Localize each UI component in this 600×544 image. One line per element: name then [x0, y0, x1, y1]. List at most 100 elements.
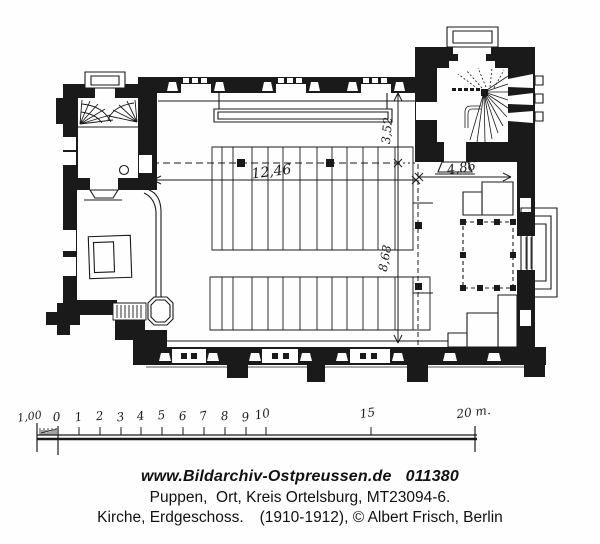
- tower-west-window-2: [63, 152, 76, 165]
- apse-recess: [521, 208, 557, 297]
- tower-buttress: [56, 98, 63, 124]
- tower-east-door: [139, 155, 152, 173]
- loophole-nub-3: [535, 112, 543, 121]
- caption-line-2: Puppen, Ort, Kreis Ortelsburg, MT23094-6…: [0, 488, 600, 509]
- altar-posts: [460, 219, 516, 291]
- scale-label-5: 4: [135, 409, 145, 424]
- pulpit-stair: [113, 303, 146, 320]
- caption-line-3: Kirche, Erdgeschoss. (1910-1912), © Alber…: [0, 508, 600, 529]
- south-buttress-3: [407, 365, 428, 382]
- stair-portal-reveal-1: [453, 47, 491, 54]
- caption-block: www.Bildarchiv-Ostpreussen.de 011380 Pupp…: [0, 467, 600, 529]
- scale-label-11: 10: [254, 406, 272, 423]
- south-buttress-1: [227, 365, 248, 378]
- tower-west-window-1: [63, 137, 76, 150]
- nave-post-1: [237, 159, 245, 167]
- winder-stair: [458, 68, 508, 142]
- dim-nave-width: 12,46: [251, 162, 293, 183]
- tower-south-bases: [84, 190, 122, 200]
- stair-door-base: [435, 162, 475, 174]
- south-window-mullions: [181, 353, 377, 359]
- scale-label-6: 5: [157, 408, 167, 423]
- stair-portal-reveal-2: [458, 54, 486, 61]
- loophole-2: [508, 93, 533, 105]
- photo-number: 011380: [405, 468, 459, 485]
- archive-site: www.Bildarchiv-Ostpreussen.de: [140, 468, 392, 485]
- scale-bar: 1,00 0 1 2 3 4 5 6 7 8 9 10 15 20 m.: [16, 403, 491, 455]
- south-window-2: [262, 349, 298, 363]
- subject-text: Kirche, Erdgeschoss.: [97, 509, 244, 526]
- stair-west-slot: [416, 102, 437, 120]
- tower-north-door: [95, 86, 115, 98]
- tower-fan-stairs: [78, 100, 138, 127]
- south-pilaster-base: [207, 353, 219, 361]
- gallery-rail: [144, 190, 161, 297]
- west-portal-inner: [91, 76, 119, 85]
- dim-nave-depth: 8,68: [376, 244, 394, 273]
- scale-label-8: 7: [198, 408, 208, 423]
- pews-upper: [212, 147, 413, 250]
- north-window-1: [167, 78, 225, 93]
- dimension-lines: [153, 93, 511, 352]
- credit-text: (1910-1912), © Albert Frisch, Berlin: [259, 509, 503, 526]
- annex-window-2: [63, 257, 76, 276]
- loophole-1: [508, 74, 533, 88]
- scale-label-12: 15: [359, 405, 376, 421]
- tower-interior: [78, 98, 138, 178]
- stair-south-door: [444, 142, 466, 162]
- south-pilaster-base: [392, 353, 404, 361]
- dimension-labels: 12,46 4,86 3,52 8,68: [251, 117, 477, 273]
- linework: [78, 27, 557, 367]
- floor-plan-drawing: 12,46 4,86 3,52 8,68 1,00 0 1 2 3 4 5 6 …: [16, 0, 600, 460]
- scale-label-7: 6: [178, 409, 187, 424]
- chancel-north-steps: [463, 182, 513, 215]
- south-buttress-2: [307, 365, 325, 382]
- loophole-nub-2: [535, 94, 543, 103]
- chancel-south-steps: [448, 295, 517, 347]
- caption-line-1: www.Bildarchiv-Ostpreussen.de 011380: [0, 467, 600, 488]
- south-pilaster-base: [300, 353, 312, 361]
- south-pilaster-base: [159, 353, 171, 361]
- north-portal-inner: [453, 31, 492, 43]
- south-window-1: [172, 349, 206, 363]
- loophole-3: [508, 111, 533, 123]
- location-text: Puppen, Ort, Kreis Ortelsburg, MT23094-6…: [149, 488, 451, 506]
- organ-case: [88, 235, 131, 278]
- pews-lower: [210, 277, 430, 330]
- se-buttress: [524, 365, 545, 377]
- arch-post-n: [415, 222, 422, 229]
- sw-cross-buttress-v: [57, 303, 70, 335]
- north-portal: [447, 27, 498, 47]
- tower-column: [120, 166, 129, 175]
- dim-north-bay: 3,52: [379, 117, 395, 145]
- scale-label-3: 2: [94, 409, 104, 424]
- gallery-front: [214, 93, 392, 122]
- south-pilaster-base: [336, 353, 348, 361]
- annex-south-wall: [63, 300, 117, 315]
- north-window-2: [262, 78, 320, 93]
- altar-platform: [463, 222, 513, 288]
- dim-chancel-width: 4,86: [445, 159, 477, 179]
- pulpit: [148, 297, 173, 325]
- south-window-3: [350, 349, 390, 363]
- annex-window-1: [63, 230, 76, 251]
- loophole-nub-1: [535, 76, 543, 85]
- scale-label-4: 3: [116, 410, 126, 425]
- south-pilaster-base: [487, 353, 501, 361]
- south-pilaster-base: [443, 353, 457, 361]
- scale-labels: 1,00 0 1 2 3 4 5 6 7 8 9 10 15 20 m.: [16, 403, 491, 425]
- south-pilaster-base: [249, 353, 261, 361]
- scale-label-1: 0: [52, 410, 61, 425]
- scale-label-10: 9: [241, 410, 251, 425]
- tower-south-door: [90, 178, 118, 190]
- east-pier-window-2: [520, 310, 531, 326]
- scale-label-13: 20 m.: [455, 403, 492, 421]
- winder-newel: [481, 89, 488, 96]
- nave-post-2: [326, 159, 334, 167]
- scale-label-2: 1: [74, 410, 84, 425]
- scale-label-9: 8: [220, 409, 229, 424]
- north-window-3: [347, 78, 405, 93]
- scale-label-0: 1,00: [16, 408, 42, 424]
- east-pier-window-1: [520, 198, 531, 212]
